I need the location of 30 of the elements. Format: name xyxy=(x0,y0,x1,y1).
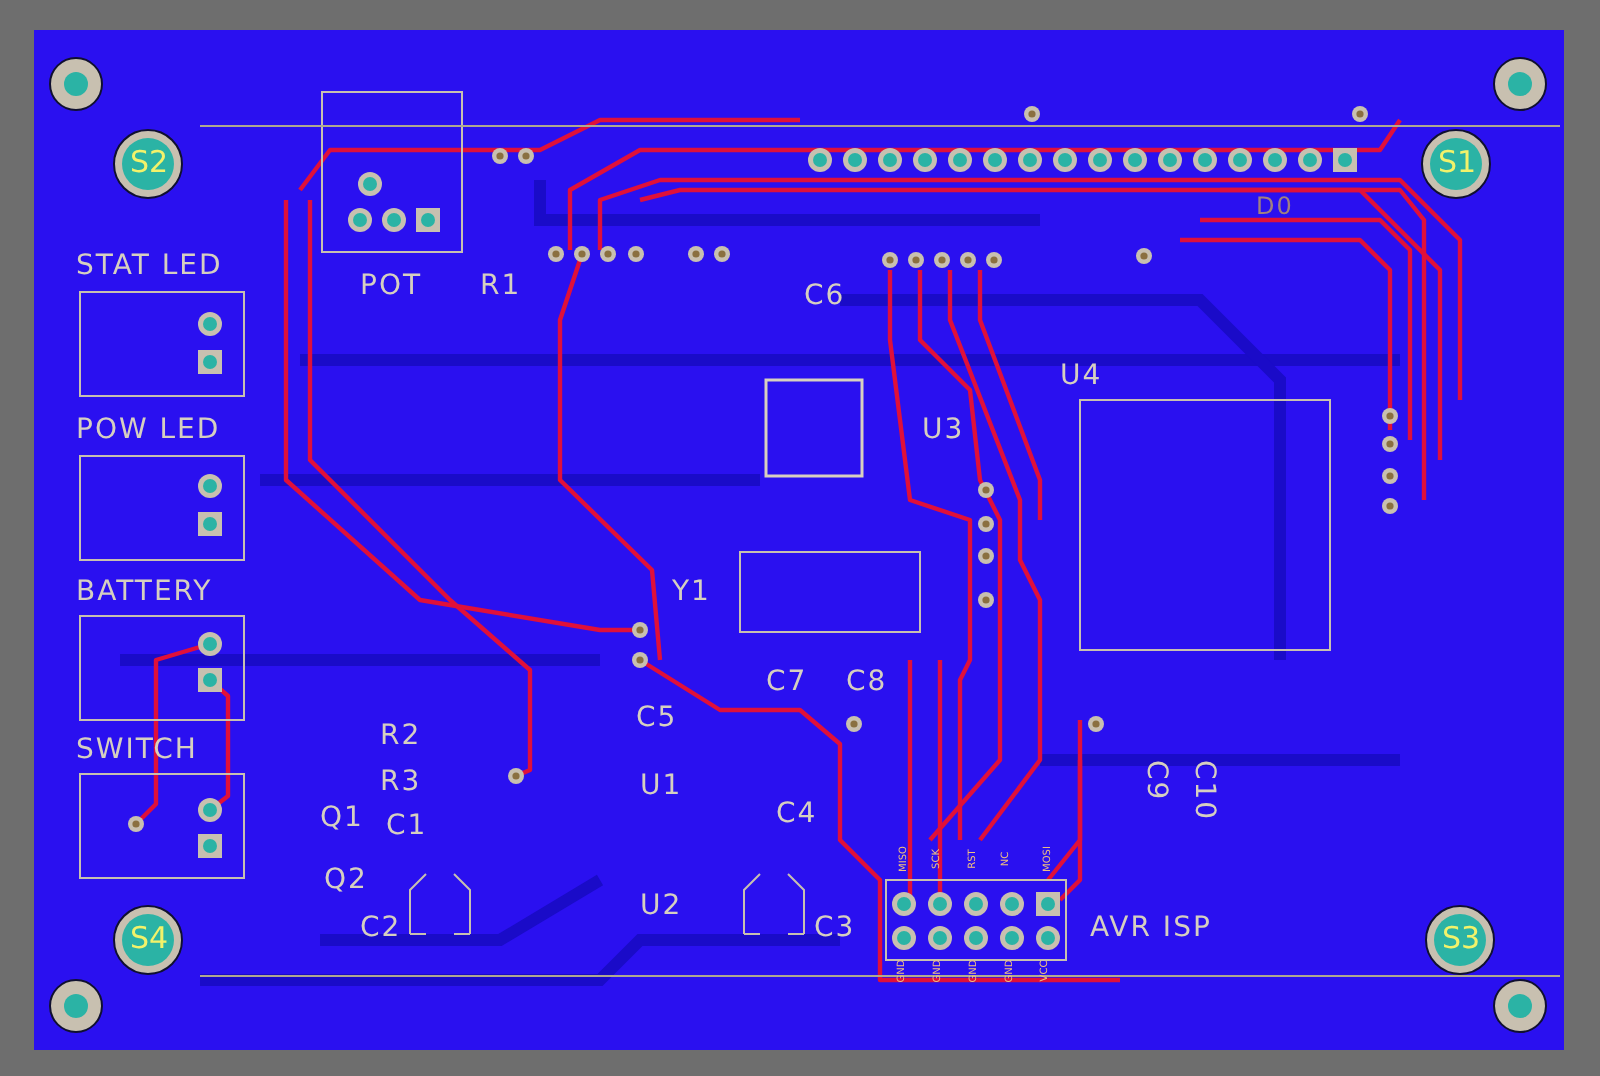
mounting-hole-label: S1 xyxy=(1438,148,1477,178)
silkscreen-designator: U2 xyxy=(640,892,683,920)
silkscreen-designator: C10 xyxy=(1190,760,1218,822)
silkscreen-designator: C5 xyxy=(636,704,678,732)
mounting-hole-label: S2 xyxy=(130,148,169,178)
silkscreen-designator: C7 xyxy=(766,668,808,696)
silkscreen-designator: R2 xyxy=(380,722,422,750)
silkscreen-designator: U3 xyxy=(922,416,965,444)
silkscreen-designator: C6 xyxy=(804,282,846,310)
silkscreen-designator: C1 xyxy=(386,812,428,840)
silkscreen-designator: R1 xyxy=(480,272,522,300)
mounting-hole-label: S3 xyxy=(1442,924,1481,954)
silkscreen-designator: C9 xyxy=(1142,760,1170,802)
silkscreen-designator: C8 xyxy=(846,668,888,696)
silkscreen-designator: Q1 xyxy=(320,804,364,832)
silkscreen-designator: Q2 xyxy=(324,866,368,894)
silkscreen-designator: STAT LED xyxy=(76,252,223,280)
silkscreen-designator: C2 xyxy=(360,914,402,942)
silkscreen-designator: POT xyxy=(360,272,423,300)
mounting-hole-label: S4 xyxy=(130,924,169,954)
silkscreen-designator: R3 xyxy=(380,768,422,796)
silkscreen-designator: AVR ISP xyxy=(1090,914,1212,942)
silkscreen-designator: POW LED xyxy=(76,416,221,444)
silkscreen-designator: C4 xyxy=(776,800,818,828)
silkscreen-designator: U4 xyxy=(1060,362,1103,390)
silkscreen-designator: BATTERY xyxy=(76,578,213,606)
silkscreen-designator: D0 xyxy=(1256,194,1294,218)
silkscreen-designator: U1 xyxy=(640,772,683,800)
silkscreen-designator: C3 xyxy=(814,914,856,942)
silkscreen-designator: Y1 xyxy=(672,578,711,606)
